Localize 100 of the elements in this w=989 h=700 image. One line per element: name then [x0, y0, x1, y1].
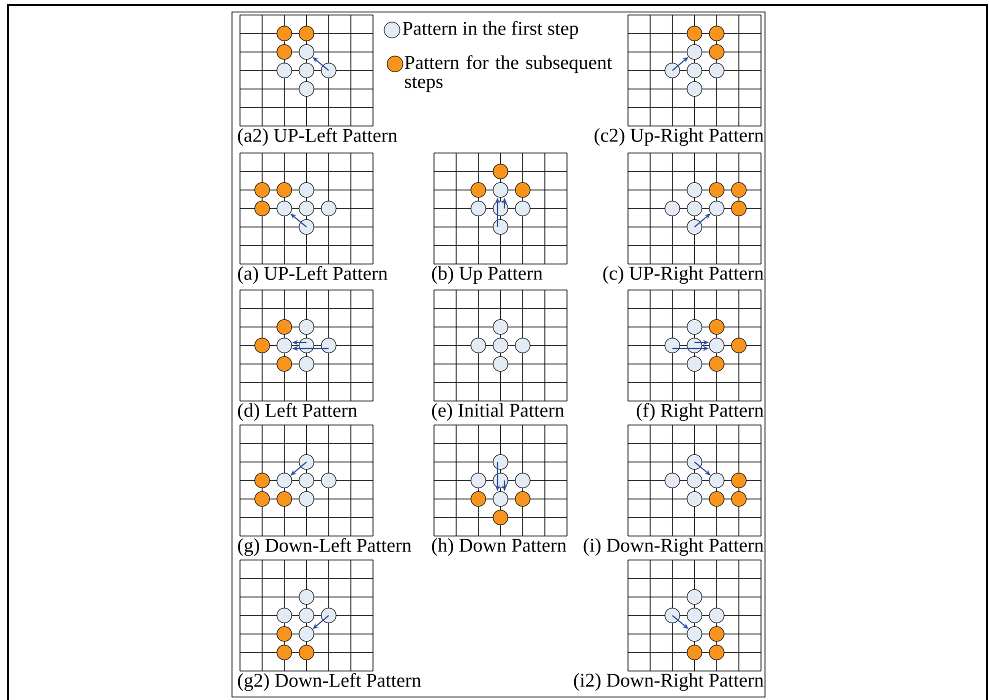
circle-marker — [298, 491, 314, 507]
circle-marker — [514, 491, 530, 507]
pattern-label: (c2) Up-Right Pattern — [594, 128, 764, 146]
circle-marker — [276, 62, 292, 78]
circle-marker — [320, 200, 336, 216]
circle-marker — [298, 62, 314, 78]
circle-marker — [298, 182, 314, 198]
circle-marker — [731, 338, 747, 354]
circle-marker — [470, 200, 486, 216]
pattern-label: (a2) UP-Left Pattern — [238, 128, 398, 146]
circle-marker — [664, 200, 680, 216]
legend-text: Pattern in the first step — [402, 21, 578, 39]
circle-marker — [514, 338, 530, 354]
circle-marker — [276, 182, 292, 198]
circle-marker — [298, 338, 314, 354]
pattern-label: (d) Left Pattern — [238, 403, 358, 421]
circle-marker — [298, 319, 314, 335]
pattern-label: (g) Down-Left Pattern — [238, 538, 412, 556]
circle-marker — [492, 200, 508, 216]
pattern-label: (i2) Down-Right Pattern — [574, 673, 764, 691]
circle-marker — [492, 164, 508, 180]
circle-marker — [686, 644, 702, 660]
circle-marker — [708, 608, 724, 624]
circle-marker — [492, 472, 508, 488]
circle-marker — [276, 356, 292, 372]
circle-marker — [492, 338, 508, 354]
circle-marker — [320, 338, 336, 354]
circle-marker — [708, 626, 724, 642]
circle-marker — [686, 219, 702, 235]
legend-text: Pattern for the subsequent steps — [404, 55, 612, 92]
pattern-label: (e) Initial Pattern — [432, 403, 564, 421]
circle-marker — [686, 338, 702, 354]
circle-marker — [708, 338, 724, 354]
circle-marker — [664, 472, 680, 488]
circle-marker — [686, 200, 702, 216]
circle-marker — [708, 200, 724, 216]
circle-marker — [514, 182, 530, 198]
circle-marker — [254, 200, 270, 216]
circle-marker — [664, 338, 680, 354]
circle-marker — [470, 182, 486, 198]
circle-marker — [731, 182, 747, 198]
circle-marker — [298, 81, 314, 97]
circle-marker — [320, 62, 336, 78]
circle-marker — [731, 491, 747, 507]
circle-marker — [320, 472, 336, 488]
circle-marker — [298, 626, 314, 642]
circle-marker — [731, 200, 747, 216]
circle-marker — [492, 454, 508, 470]
circle-marker — [276, 608, 292, 624]
circle-marker — [686, 26, 702, 42]
pattern-label: (i) Down-Right Pattern — [584, 538, 764, 556]
circle-marker — [276, 44, 292, 60]
circle-marker — [708, 356, 724, 372]
circle-marker — [664, 62, 680, 78]
pattern-label: (a) UP-Left Pattern — [238, 266, 388, 284]
circle-marker — [254, 182, 270, 198]
circle-marker — [298, 200, 314, 216]
pattern-label: (h) Down Pattern — [432, 538, 566, 556]
pattern-label: (b) Up Pattern — [432, 266, 542, 284]
circle-marker — [470, 472, 486, 488]
circle-marker — [686, 454, 702, 470]
circle-marker — [254, 491, 270, 507]
circle-marker — [708, 26, 724, 42]
circle-marker — [254, 472, 270, 488]
circle-marker — [686, 44, 702, 60]
circle-marker — [276, 200, 292, 216]
circle-marker — [276, 472, 292, 488]
circle-marker — [298, 608, 314, 624]
circle-marker — [686, 356, 702, 372]
circle-marker — [686, 182, 702, 198]
circle-marker — [492, 182, 508, 198]
circle-marker — [254, 338, 270, 354]
circle-marker — [492, 491, 508, 507]
circle-marker — [492, 219, 508, 235]
circle-marker — [470, 338, 486, 354]
circle-marker — [708, 472, 724, 488]
circle-marker — [514, 472, 530, 488]
circle-marker — [708, 491, 724, 507]
circle-marker — [298, 219, 314, 235]
circle-marker — [298, 644, 314, 660]
circle-marker — [686, 589, 702, 605]
circle-marker — [298, 589, 314, 605]
circle-marker — [298, 356, 314, 372]
circle-marker — [686, 472, 702, 488]
circle-marker — [686, 81, 702, 97]
circle-marker — [731, 472, 747, 488]
circle-marker — [276, 338, 292, 354]
circle-marker — [708, 182, 724, 198]
circle-marker — [276, 644, 292, 660]
circle-marker — [298, 44, 314, 60]
circle-marker — [470, 491, 486, 507]
circle-marker — [298, 26, 314, 42]
pattern-label: (g2) Down-Left Pattern — [238, 673, 422, 691]
circle-marker — [686, 62, 702, 78]
circle-marker — [686, 319, 702, 335]
circle-marker — [276, 491, 292, 507]
circle-marker — [686, 626, 702, 642]
circle-marker — [708, 62, 724, 78]
circle-marker — [708, 644, 724, 660]
circle-marker — [708, 44, 724, 60]
